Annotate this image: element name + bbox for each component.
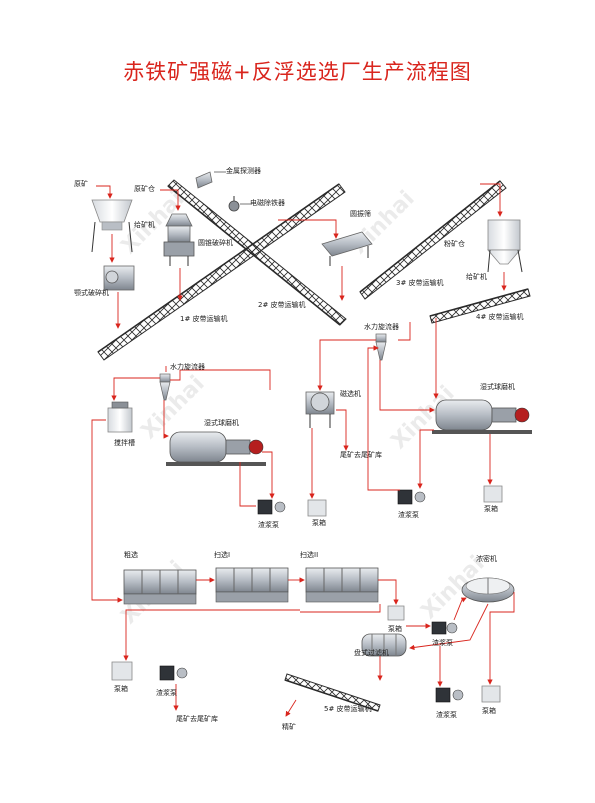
thickener <box>461 577 515 603</box>
slurry-pump-mid <box>257 499 286 515</box>
label-slurry-pump-thickener: 渣浆泵 <box>432 639 453 647</box>
slurry-pump-thickener <box>431 621 458 635</box>
label-hydrocyclone-right: 水力旋流器 <box>364 323 399 331</box>
wet-ball-mill-left <box>166 431 266 466</box>
label-belt-2: 2# 皮带运输机 <box>258 301 306 309</box>
label-roughing: 粗选 <box>124 551 138 559</box>
belt-conveyor-4 <box>429 288 531 324</box>
pump-box-thickener <box>387 605 405 621</box>
label-feeder-1: 给矿机 <box>134 221 155 229</box>
label-slurry-pump-left: 渣浆泵 <box>156 689 177 697</box>
slurry-pump-right <box>397 489 426 505</box>
label-scavenging-2: 扫选II <box>300 551 319 559</box>
belt-conveyor-1 <box>97 183 346 361</box>
label-slurry-pump-bottom: 渣浆泵 <box>436 711 457 719</box>
label-pump-box-bottom: 泵箱 <box>482 707 496 715</box>
slurry-pump-left <box>159 665 188 681</box>
metal-detector <box>195 171 213 189</box>
pump-box-right <box>483 485 503 503</box>
flotation-cells-scavenging-1 <box>215 567 289 603</box>
belt-conveyor-2 <box>167 179 347 326</box>
magnetic-separator <box>305 391 335 428</box>
pump-box-left <box>111 661 133 681</box>
label-pump-box-thickener: 泵箱 <box>388 625 402 633</box>
label-concentrate: 精矿 <box>282 723 296 731</box>
label-slurry-pump-mid: 渣浆泵 <box>258 521 279 529</box>
label-pump-box-left: 泵箱 <box>114 685 128 693</box>
disc-filter <box>361 633 407 657</box>
label-tailings-to-pond-bottom: 尾矿去尾矿库 <box>176 715 218 723</box>
label-belt-3: 3# 皮带运输机 <box>396 279 444 287</box>
hydrocyclone-right <box>375 333 387 361</box>
label-belt-4: 4# 皮带运输机 <box>476 313 524 321</box>
label-metal-detector: 金属探测器 <box>226 167 261 175</box>
label-belt-1: 1# 皮带运输机 <box>180 315 228 323</box>
belt-conveyor-5 <box>284 673 381 712</box>
label-raw-ore-bin: 原矿仓 <box>134 185 155 193</box>
label-belt-5: 5# 皮带运输机 <box>324 705 372 713</box>
slurry-pump-bottom <box>435 687 464 703</box>
belt-conveyor-3 <box>359 180 507 300</box>
label-thickener: 浓密机 <box>476 555 497 563</box>
wet-ball-mill-right <box>432 399 532 434</box>
label-electromagnetic-iron-remover: 电磁除铁器 <box>250 199 285 207</box>
label-raw-ore: 原矿 <box>74 180 88 188</box>
pump-box-bottom <box>481 685 501 703</box>
label-cone-crusher: 圆锥破碎机 <box>198 239 233 247</box>
flotation-cells-scavenging-2 <box>305 567 379 603</box>
agitation-tank <box>107 401 133 433</box>
circular-vibrating-screen <box>321 231 373 266</box>
label-feeder-2: 给矿机 <box>466 273 487 281</box>
label-wet-ball-mill-left: 湿式球磨机 <box>204 419 239 427</box>
label-scavenging-1: 扫选I <box>214 551 231 559</box>
electromagnetic-iron-remover <box>228 196 240 212</box>
label-pump-box-mid: 泵箱 <box>312 519 326 527</box>
powder-ore-bin <box>487 219 523 273</box>
label-powder-bin: 粉矿仓 <box>444 240 465 248</box>
label-wet-ball-mill-right: 湿式球磨机 <box>480 383 515 391</box>
flow-lines <box>91 183 515 717</box>
raw-ore-bin <box>91 199 133 253</box>
label-slurry-pump-right: 渣浆泵 <box>398 511 419 519</box>
label-magnetic-separator: 磁选机 <box>340 390 361 398</box>
cone-crusher <box>163 213 195 266</box>
label-pump-box-right: 泵箱 <box>484 505 498 513</box>
label-hydrocyclone-left: 水力旋流器 <box>170 363 205 371</box>
label-agitation-tank: 搅拌槽 <box>114 439 135 447</box>
page-title: 赤铁矿强磁+反浮选选厂生产流程图 <box>123 60 472 84</box>
pump-box-mid <box>307 499 327 517</box>
label-jaw-crusher: 颚式破碎机 <box>74 289 109 297</box>
label-tailings-to-pond-mid: 尾矿去尾矿库 <box>340 451 382 459</box>
flotation-cells-roughing <box>123 569 197 605</box>
label-circular-screen: 圆振筛 <box>350 210 371 218</box>
label-disc-filter: 盘式过滤机 <box>354 649 389 657</box>
jaw-crusher <box>103 265 135 291</box>
